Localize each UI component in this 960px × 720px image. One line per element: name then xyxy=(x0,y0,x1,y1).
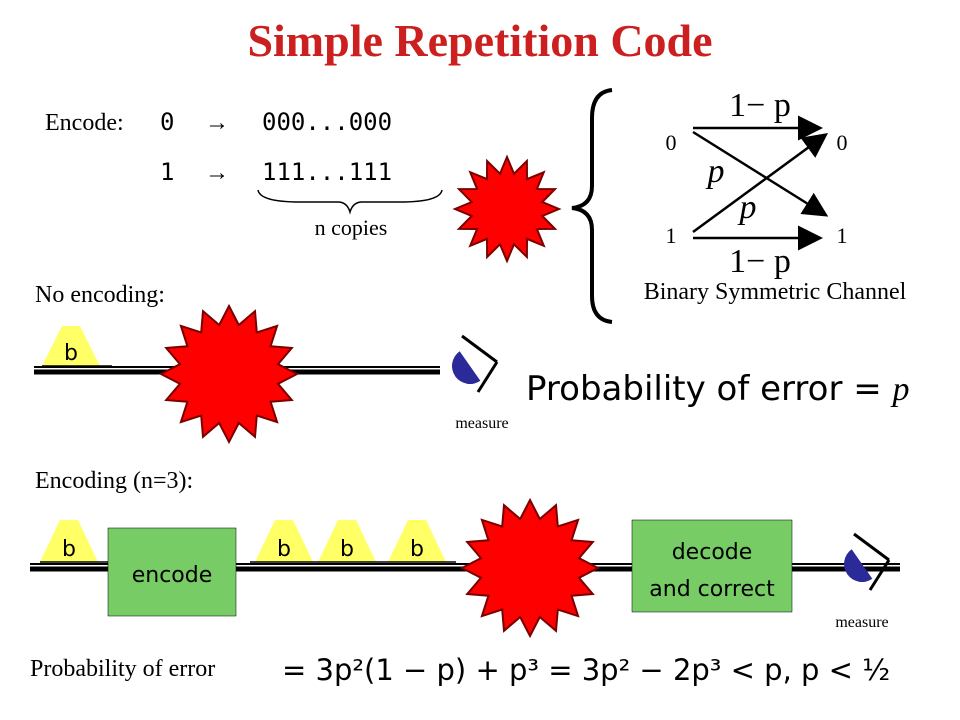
encode-row0-output: 000...000 xyxy=(262,108,392,136)
bsc-left-0: 0 xyxy=(666,130,677,155)
no-encoding-bit: b xyxy=(64,341,78,366)
bsc-bottom-prob: 1− p xyxy=(729,243,791,280)
encode-row1-output: 111...111 xyxy=(262,158,392,186)
encoded-bit-1: b xyxy=(277,537,291,562)
encode-row1-arrow: → xyxy=(205,160,229,186)
formula-expression: = 3p²(1 − p) + p³ = 3p² − 2p³ < p, p < ½ xyxy=(282,653,890,687)
encode-row1-input: 1 xyxy=(160,158,174,186)
decode-box-line1: decode xyxy=(672,540,753,565)
bsc-label: Binary Symmetric Channel xyxy=(644,279,907,305)
bsc-left-1: 1 xyxy=(666,223,677,248)
encode-label: Encode: xyxy=(45,110,124,136)
encoding-input-bit-pulse xyxy=(40,520,98,562)
copies-label: n copies xyxy=(315,215,388,240)
no-encoding-measure-label: measure xyxy=(455,415,508,432)
no-encoding-prob-text: Probability of error = p xyxy=(526,369,910,409)
bsc-brace xyxy=(571,88,613,324)
no-encoding-detector xyxy=(452,334,499,393)
bsc-right-1: 1 xyxy=(837,223,848,248)
no-encoding-label: No encoding: xyxy=(35,282,165,308)
bsc-cross-prob-1: p xyxy=(706,153,725,190)
decode-box-line2: and correct xyxy=(649,577,775,602)
encoding-input-bit: b xyxy=(62,537,76,562)
encoding-label: Encoding (n=3): xyxy=(35,468,193,494)
page-title: Simple Repetition Code xyxy=(247,15,712,66)
bsc-cross-prob-2: p xyxy=(738,189,757,226)
bsc-arrow-1-to-0 xyxy=(692,133,829,234)
copies-brace xyxy=(257,189,443,215)
encoded-bit-3-pulse xyxy=(388,520,446,562)
bsc-top-prob: 1− p xyxy=(729,87,791,124)
bsc-right-0: 0 xyxy=(837,130,848,155)
bsc-arrow-0-to-1 xyxy=(692,130,829,217)
encoding-detector xyxy=(844,532,891,591)
noise-burst-no-encoding xyxy=(158,303,300,445)
encoding-measure-label: measure xyxy=(835,614,888,631)
encoded-bit-3: b xyxy=(410,537,424,562)
formula-label: Probability of error xyxy=(30,656,215,682)
decode-box xyxy=(631,519,793,613)
encoded-bit-1-pulse xyxy=(255,520,313,562)
encode-row0-arrow: → xyxy=(205,110,229,136)
encoded-bit-2: b xyxy=(340,537,354,562)
no-encoding-bit-pulse xyxy=(42,326,100,366)
encode-row0-input: 0 xyxy=(160,108,174,136)
noise-burst-channel xyxy=(452,154,562,264)
encode-box xyxy=(107,527,237,617)
encoded-bit-2-pulse xyxy=(318,520,376,562)
encode-box-label: encode xyxy=(132,563,213,588)
noise-burst-encoding xyxy=(459,497,601,639)
